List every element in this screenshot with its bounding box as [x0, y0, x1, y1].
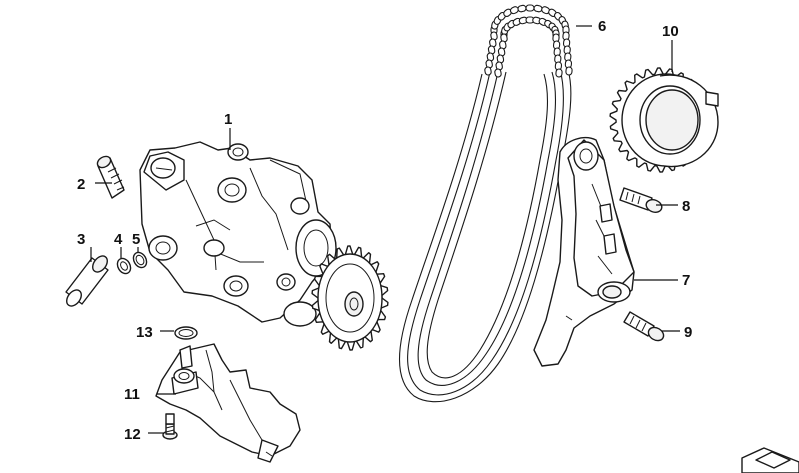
callout-10: 10 — [662, 23, 679, 40]
part-8-bolt[interactable] — [619, 187, 664, 214]
part-3-sleeve[interactable] — [64, 253, 111, 309]
callout-5: 5 — [132, 231, 140, 248]
part-5-o-ring[interactable] — [131, 250, 149, 270]
part-9-bolt[interactable] — [623, 311, 666, 343]
chain-link-7 — [525, 4, 535, 12]
part-4-washer[interactable] — [115, 256, 133, 276]
part-12-bolt[interactable] — [162, 413, 178, 440]
part-7-tensioner-rail[interactable] — [533, 136, 635, 367]
chain-link-6 — [517, 4, 527, 13]
callout-6: 6 — [598, 18, 606, 35]
part-1-pump-sprocket[interactable] — [311, 245, 389, 351]
chain-link-50 — [565, 66, 573, 76]
callout-1: 1 — [224, 111, 232, 128]
callout-7: 7 — [682, 272, 690, 289]
callout-11: 11 — [124, 386, 140, 403]
part-2-bolt[interactable] — [95, 154, 125, 199]
leader-lines — [90, 25, 680, 434]
part-11-oil-strainer[interactable] — [155, 343, 301, 463]
chain-link-51 — [555, 68, 563, 78]
part-13-o-ring[interactable] — [174, 326, 198, 340]
chain-link-48 — [484, 66, 492, 76]
part-1-oil-pump[interactable] — [139, 141, 337, 327]
chain-link-49 — [494, 68, 502, 78]
callout-3: 3 — [77, 231, 85, 248]
diagram-corner-icon — [741, 447, 799, 473]
callout-2: 2 — [77, 176, 85, 193]
callout-13: 13 — [136, 324, 153, 341]
chain-link-8 — [533, 4, 543, 13]
part-10-sprocket[interactable] — [609, 67, 719, 173]
callout-9: 9 — [684, 324, 692, 341]
callout-4: 4 — [114, 231, 123, 248]
part-6-timing-chain[interactable] — [399, 4, 573, 403]
callout-12: 12 — [124, 426, 141, 443]
callout-8: 8 — [682, 198, 690, 215]
callout-labels: 1 2 3 4 5 6 7 8 9 10 11 12 13 — [77, 18, 692, 443]
